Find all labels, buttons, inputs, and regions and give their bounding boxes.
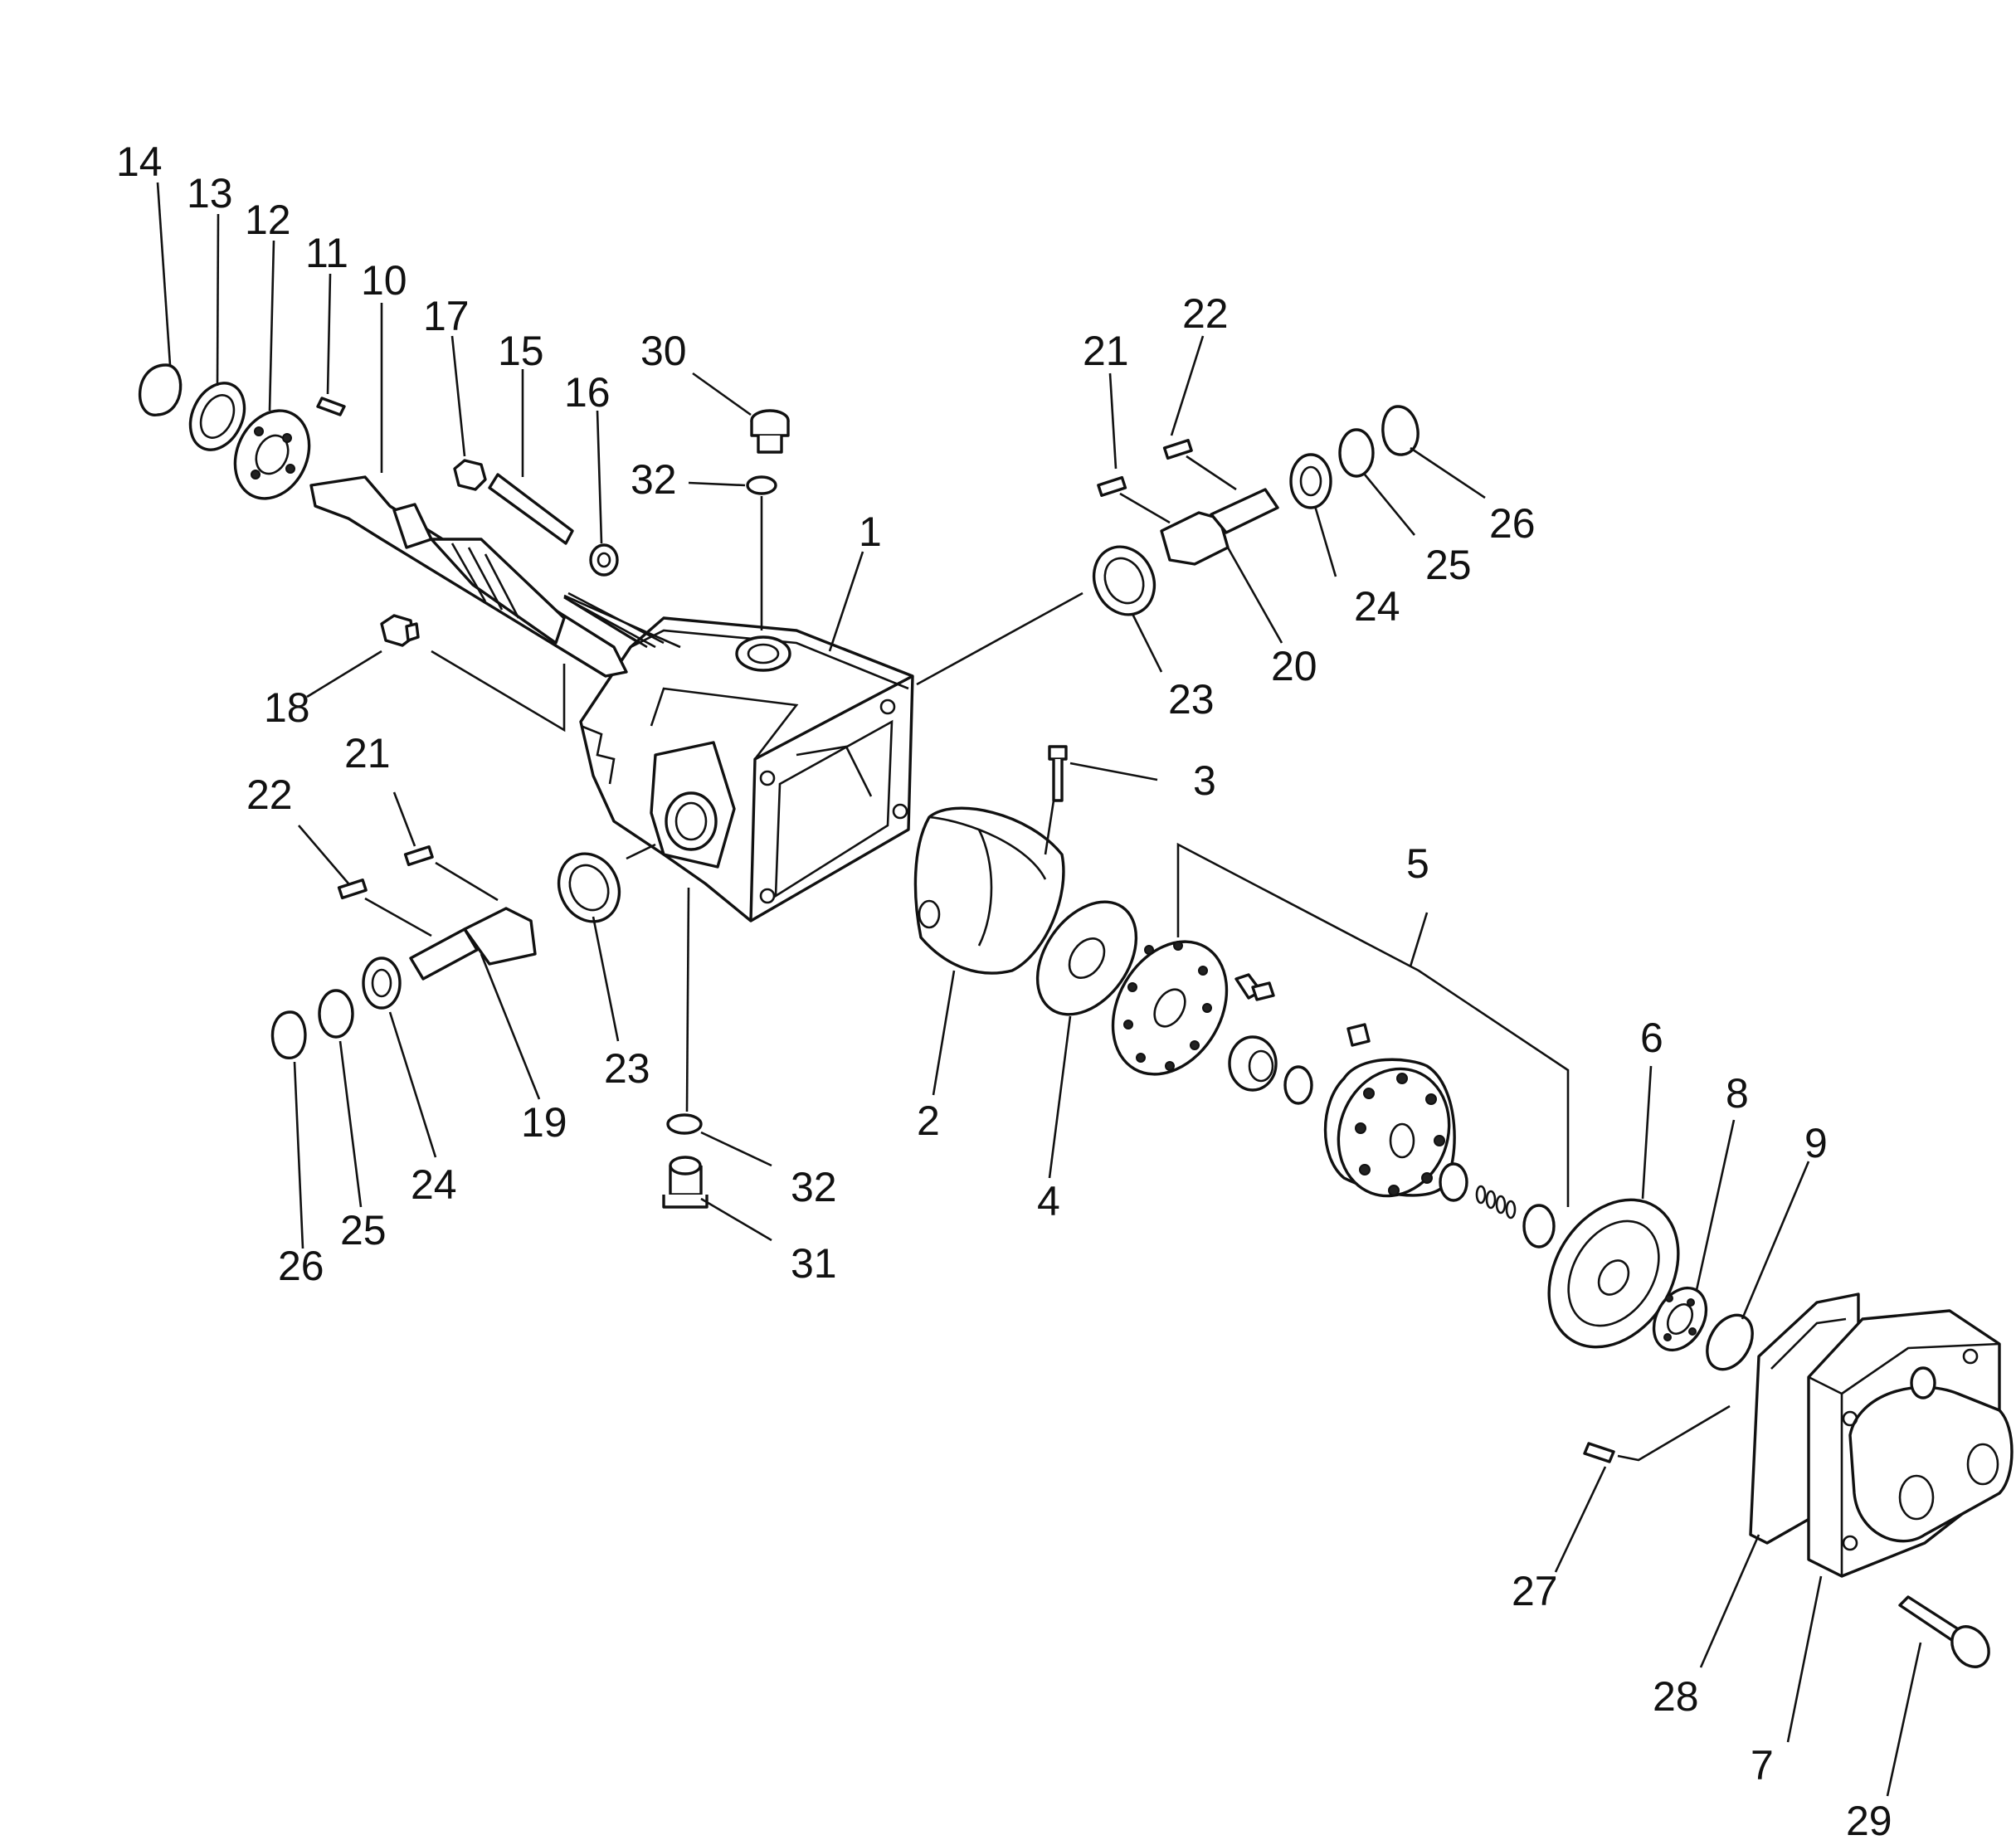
plug-part-30 <box>750 409 790 454</box>
oring-part-32-top <box>746 475 777 495</box>
label-part-24-left: 24 <box>411 1161 457 1208</box>
pin-part-27 <box>1583 1442 1615 1463</box>
key-part-11 <box>316 397 346 416</box>
label-part-14: 14 <box>116 139 163 185</box>
snap-ring-part-26-left <box>270 1010 307 1059</box>
snap-ring-part-14 <box>139 363 183 416</box>
label-part-22-right: 22 <box>1182 290 1229 337</box>
washer-part-9 <box>1706 1313 1754 1371</box>
pin-part-21-right <box>1097 475 1127 497</box>
washer-part-25-left <box>318 989 354 1039</box>
label-part-21-left: 21 <box>344 730 391 776</box>
label-part-27: 27 <box>1512 1568 1558 1614</box>
cam-plate-part-2 <box>913 806 1065 975</box>
plug-part-31 <box>662 1156 709 1209</box>
shaft-part <box>309 475 628 678</box>
label-part-4: 4 <box>1037 1178 1060 1224</box>
bearing-part-8 <box>1652 1286 1708 1352</box>
housing-part <box>579 616 914 922</box>
label-part-3: 3 <box>1193 757 1216 804</box>
label-part-16: 16 <box>564 369 611 416</box>
label-part-25-right: 25 <box>1425 542 1472 588</box>
ring-part <box>1283 1065 1313 1105</box>
label-part-9: 9 <box>1804 1120 1828 1166</box>
label-part-18: 18 <box>264 684 310 731</box>
nut-part-17 <box>453 459 487 491</box>
part-labels: 14 13 12 11 10 17 15 16 30 32 1 18 21 22… <box>116 139 1892 1840</box>
bolt-part-29 <box>1898 1595 1990 1668</box>
label-part-32-top: 32 <box>631 456 677 503</box>
label-part-31: 31 <box>791 1240 837 1287</box>
bearing-part-12 <box>233 409 311 500</box>
label-part-12: 12 <box>245 197 291 243</box>
label-part-30: 30 <box>640 328 687 374</box>
label-part-23-left: 23 <box>604 1045 650 1092</box>
piston-part <box>1234 973 1275 1001</box>
pin-part-21-left <box>403 845 434 867</box>
pin-part-15 <box>488 473 574 545</box>
snap-ring-part-26-right <box>1381 405 1419 456</box>
plug-part-18 <box>380 614 420 647</box>
pin-part-22-left <box>337 879 368 900</box>
label-part-1: 1 <box>859 509 882 555</box>
oring-part-32-bottom <box>666 1113 703 1135</box>
valve-plate-part-6 <box>1547 1198 1680 1349</box>
end-cap-part-7 <box>1807 1309 2014 1578</box>
label-part-17: 17 <box>423 293 470 339</box>
label-part-22-left: 22 <box>246 772 293 818</box>
bolt-part-3 <box>1048 745 1068 802</box>
washer-part-16 <box>589 543 619 577</box>
bushing-part-23-right <box>1092 545 1157 616</box>
washer-part-25-right <box>1338 428 1375 478</box>
label-part-24-right: 24 <box>1354 583 1400 630</box>
label-part-15: 15 <box>498 328 544 374</box>
label-part-6: 6 <box>1640 1015 1663 1061</box>
washer-part-4 <box>1035 900 1138 1016</box>
label-part-5: 5 <box>1406 840 1429 887</box>
shaft-part-20 <box>1160 488 1279 566</box>
leader-lines <box>156 182 1922 1797</box>
ring-part-c <box>1522 1204 1556 1249</box>
ring-part-13 <box>188 382 246 451</box>
bearing-part-24-left <box>362 957 402 1010</box>
label-part-26-right: 26 <box>1489 500 1536 547</box>
label-part-32-bottom: 32 <box>791 1164 837 1210</box>
bearing-part-24-right <box>1289 453 1332 509</box>
shaft-part-19 <box>409 907 537 981</box>
bushing-part-23-left <box>557 852 621 923</box>
pin-part-22-right <box>1162 439 1193 460</box>
label-part-25-left: 25 <box>340 1207 387 1253</box>
label-part-28: 28 <box>1653 1673 1699 1720</box>
label-part-29: 29 <box>1846 1798 1892 1840</box>
retainer-plate-part <box>1111 940 1229 1076</box>
label-part-7: 7 <box>1751 1742 1774 1789</box>
label-part-23-right: 23 <box>1168 676 1215 723</box>
label-part-21-right: 21 <box>1083 328 1129 374</box>
ring-part-b <box>1439 1162 1468 1202</box>
ball-guide-part <box>1228 1035 1278 1092</box>
label-part-20: 20 <box>1271 643 1317 689</box>
label-part-13: 13 <box>187 170 233 217</box>
label-part-10: 10 <box>361 257 407 304</box>
spring-part <box>1475 1185 1517 1219</box>
pin-part <box>1346 1023 1371 1047</box>
cylinder-block-part <box>1323 1058 1456 1198</box>
label-part-19: 19 <box>521 1099 567 1146</box>
label-part-26-left: 26 <box>278 1243 324 1289</box>
label-part-8: 8 <box>1726 1070 1749 1117</box>
label-part-11: 11 <box>305 230 348 276</box>
label-part-2: 2 <box>917 1098 940 1144</box>
